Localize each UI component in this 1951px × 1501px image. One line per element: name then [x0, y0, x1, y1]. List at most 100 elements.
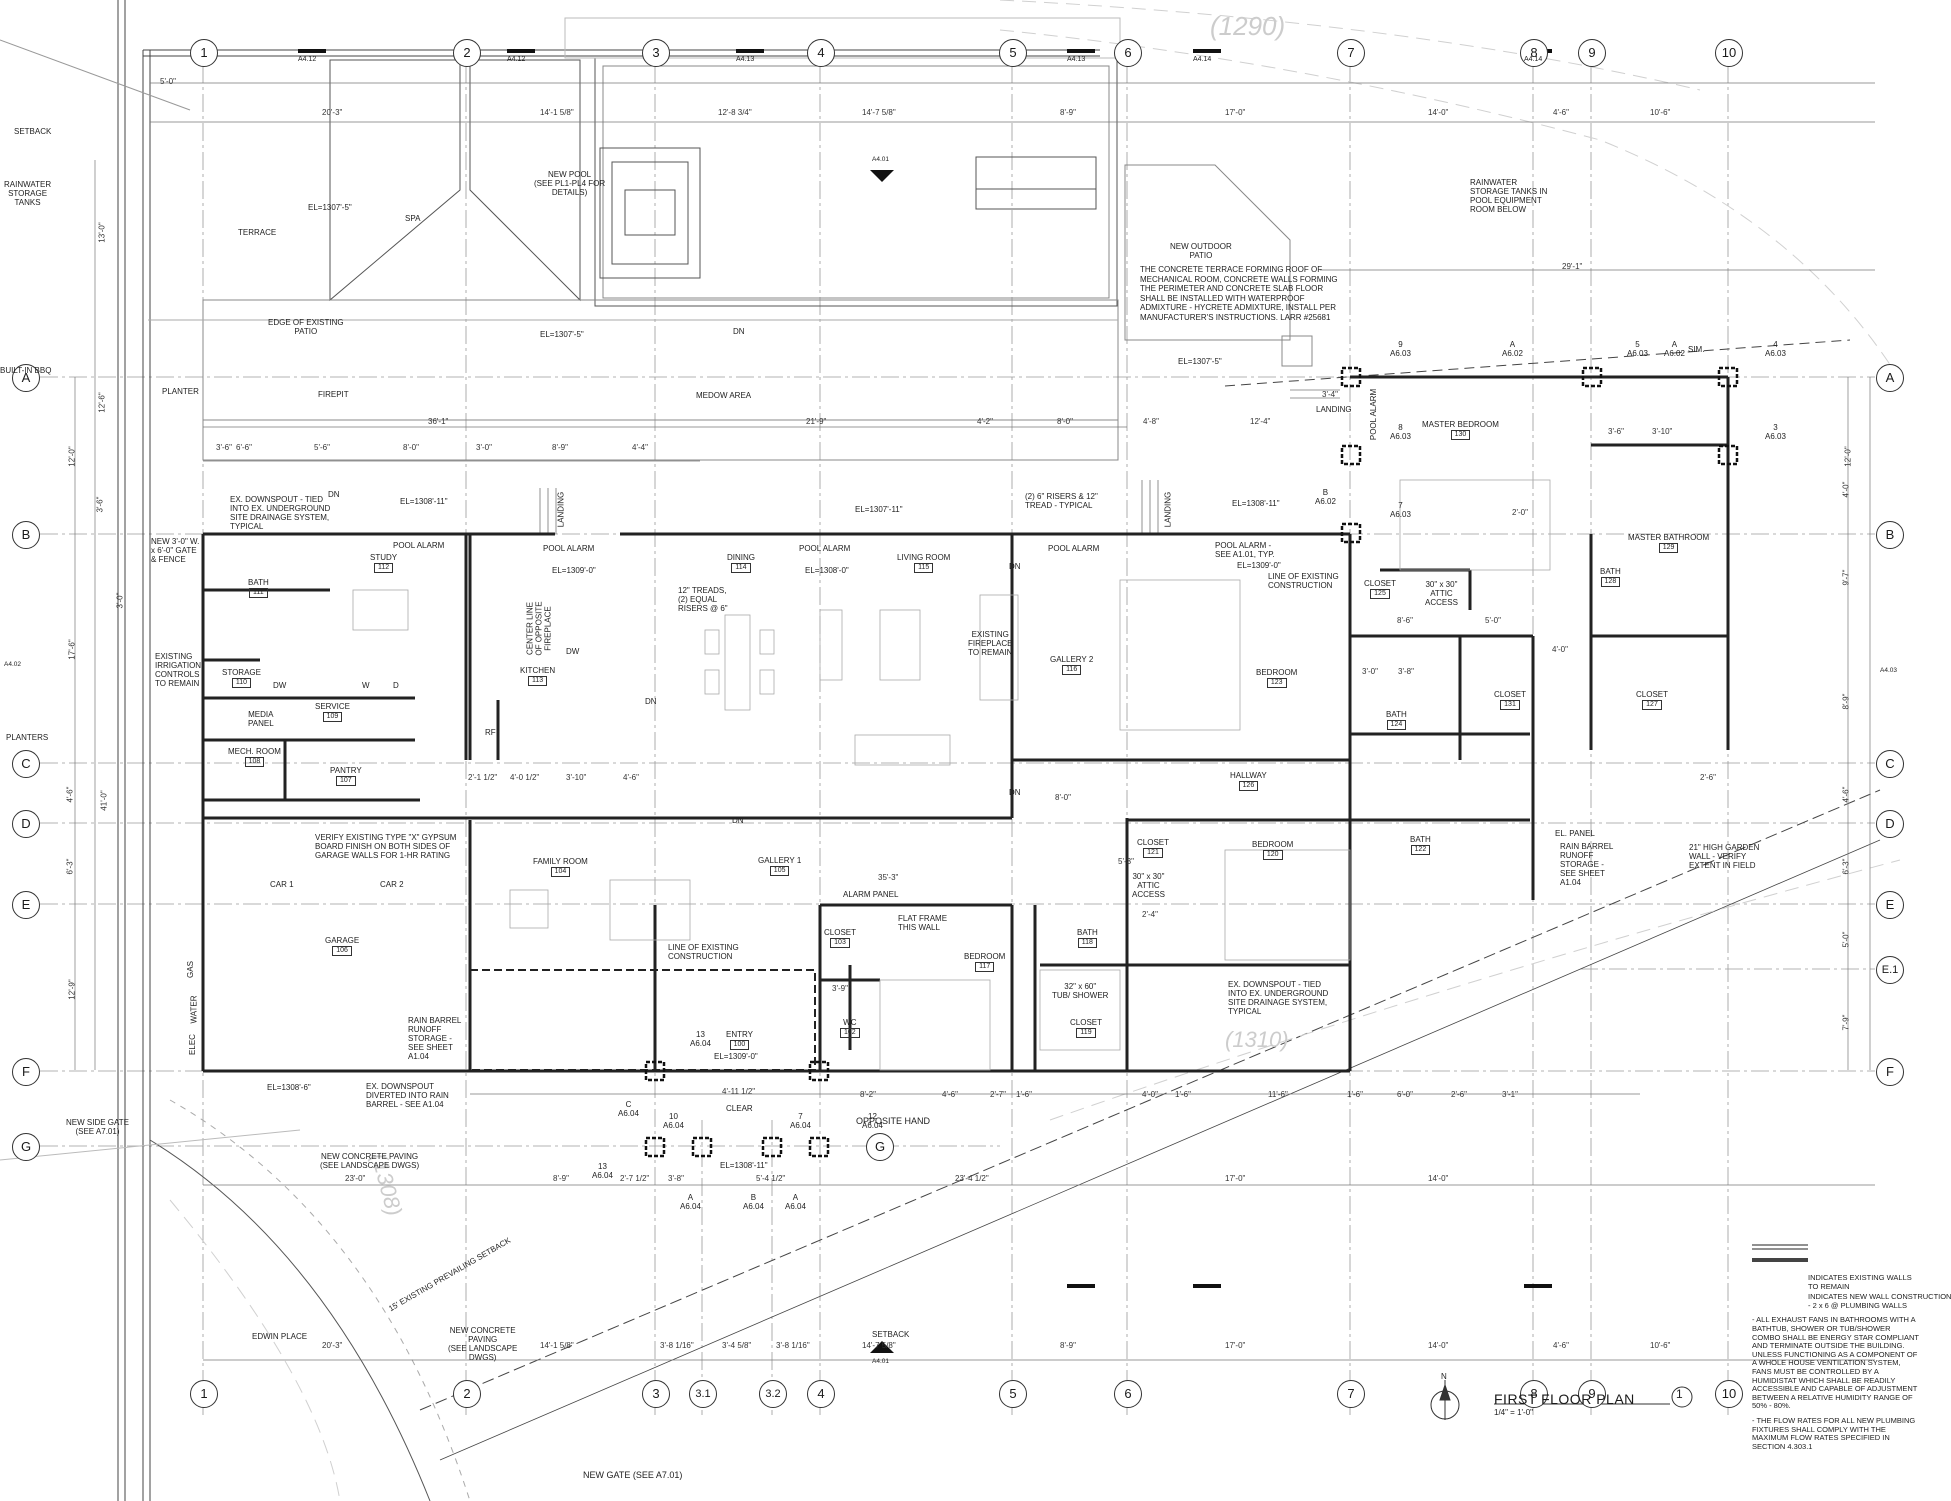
label-outdoor-patio: NEW OUTDOOR PATIO [1170, 242, 1232, 260]
elevation-kitchen: EL=1309'-0" [552, 566, 596, 575]
dim-misc-8: 4'-0 1/2" [510, 773, 540, 782]
dim-right-0: 12'-0" [1843, 446, 1853, 467]
elevation-landing-mid: EL=1307'-11" [855, 505, 903, 514]
label-clear: CLEAR [726, 1104, 753, 1113]
dim-bottom-8: 20'-3" [322, 1341, 343, 1350]
section-ref-a413-1: A4.13 [736, 56, 755, 63]
dim-misc-36: 5'-3" [1118, 857, 1134, 866]
grid-bubble-1: 1 [190, 39, 218, 67]
dim-right-1: 4'-0" [1841, 481, 1851, 498]
dim-misc-27: 8'-6" [1397, 616, 1413, 625]
grid-bubble-bottom-1: 1 [190, 1380, 218, 1408]
label-rf: RF [485, 728, 496, 737]
dim-top-14: 4'-8" [1143, 417, 1159, 426]
dim-bottom-3: 3'-8" [668, 1174, 684, 1183]
label-built-in-bbq: BUILT-IN BBQ [0, 366, 52, 375]
dim-misc-30: 3'-8" [1398, 667, 1414, 676]
section-markers [298, 49, 1552, 1353]
grid-bubble-2: 2 [453, 39, 481, 67]
elevation-gate: EL=1308'-11" [720, 1161, 768, 1170]
dim-misc-29: 3'-0" [1362, 667, 1378, 676]
dim-top-0: 5'-0" [160, 77, 176, 86]
elevation-entry: EL=1309'-0" [714, 1052, 758, 1061]
label-car2: CAR 2 [380, 880, 404, 889]
grid-bubble-bottom-3: 3 [642, 1380, 670, 1408]
elevation-landing-right: EL=1308'-11" [1232, 499, 1280, 508]
grid-bubble-5: 5 [999, 39, 1027, 67]
grid-bubble-6: 6 [1114, 39, 1142, 67]
dim-bottom-4: 5'-4 1/2" [756, 1174, 786, 1183]
label-line-existing-2: LINE OF EXISTING CONSTRUCTION [1268, 572, 1339, 590]
furniture [352, 479, 1551, 1071]
dim-top-6: 17'-0" [1225, 108, 1246, 117]
label-new-pool: NEW POOL (SEE PL1-PL4 FOR DETAILS) [534, 170, 606, 197]
label-treads: 12" TREADS, (2) EQUAL RISERS @ 6" [678, 586, 728, 613]
label-tub-shower: 32" x 60" TUB/ SHOWER [1052, 982, 1109, 1000]
label-gas: GAS [185, 961, 195, 978]
section-ref-a402: A4.02 [4, 661, 21, 668]
dim-bottom-0: 23'-0" [345, 1174, 366, 1183]
grid-bubble-D-right: D [1876, 810, 1904, 838]
label-opposite-hand: OPPOSITE HAND [856, 1116, 931, 1126]
dim-left-4: 3'-0" [115, 592, 125, 609]
legend-block: INDICATES EXISTING WALLS TO REMAIN INDIC… [1752, 1273, 1951, 1451]
label-center-fireplace: CENTER LINE OF OPPOSITE FIREPLACE [525, 601, 553, 656]
grid-bubble-C-right: C [1876, 750, 1904, 778]
section-ref-a401-top: A4.01 [872, 156, 889, 163]
grid-bubble-A: A [12, 364, 40, 392]
dim-left-9: 12'-9" [67, 979, 77, 1000]
dim-misc-12: 8'-0" [1055, 793, 1071, 802]
label-landing-3: LANDING [1316, 405, 1352, 414]
dim-left-3: 3'-6" [95, 496, 105, 513]
dim-bottom-6: 17'-0" [1225, 1174, 1246, 1183]
dim-left-1: 12'-6" [97, 392, 107, 413]
grid-bubble-7: 7 [1337, 39, 1365, 67]
dim-misc-18: 4'-0" [1142, 1090, 1158, 1099]
contour-label-1310: (1310) [1225, 1027, 1289, 1052]
dim-right-2: 9'-7" [1841, 569, 1851, 586]
grid-bubble-4: 4 [807, 39, 835, 67]
label-flat-frame: FLAT FRAME THIS WALL [898, 914, 948, 932]
dim-misc-6: 4'-4" [632, 443, 648, 452]
dim-left-6: 41'-0" [99, 790, 109, 811]
section-ref-a413-2: A4.13 [1067, 56, 1086, 63]
section-ref-a414-1: A4.14 [1193, 56, 1212, 63]
dim-right-3: 8'-9" [1841, 693, 1851, 710]
grid-bubble-A-right: A [1876, 364, 1904, 392]
label-setback-top: SETBACK [14, 127, 52, 136]
label-new-concrete-paving-2: NEW CONCRETE PAVING (SEE LANDSCAPE DWGS) [448, 1326, 518, 1362]
contour-label-1290: (1290) [1210, 11, 1286, 41]
dim-bottom-10: 3'-8 1/16" [660, 1341, 694, 1350]
label-el-panel: EL. PANEL [1555, 829, 1595, 838]
dim-bottom-12: 3'-8 1/16" [776, 1341, 810, 1350]
dim-misc-4: 3'-0" [476, 443, 492, 452]
grid-bubble-E1-right: E.1 [1876, 956, 1904, 984]
grid-bubble-B: B [12, 521, 40, 549]
section-ref-a412-2: A4.12 [507, 56, 526, 63]
label-edwin-place: EDWIN PLACE [252, 1332, 308, 1341]
dim-bottom-9: 14'-1 5/8" [540, 1341, 574, 1350]
label-existing-fireplace: EXISTING FIREPLACE TO REMAIN [968, 630, 1013, 657]
elevation-patio: EL=1307'-5" [540, 330, 584, 339]
dim-misc-19: 1'-6" [1175, 1090, 1191, 1099]
dim-top-12: 4'-2" [977, 417, 993, 426]
label-dn-3: DN [645, 697, 657, 706]
dim-top-13: 8'-0" [1057, 417, 1073, 426]
legend-note-fans: - ALL EXHAUST FANS IN BATHROOMS WITH A B… [1752, 1315, 1919, 1411]
dim-misc-26: 2'-0" [1512, 508, 1528, 517]
